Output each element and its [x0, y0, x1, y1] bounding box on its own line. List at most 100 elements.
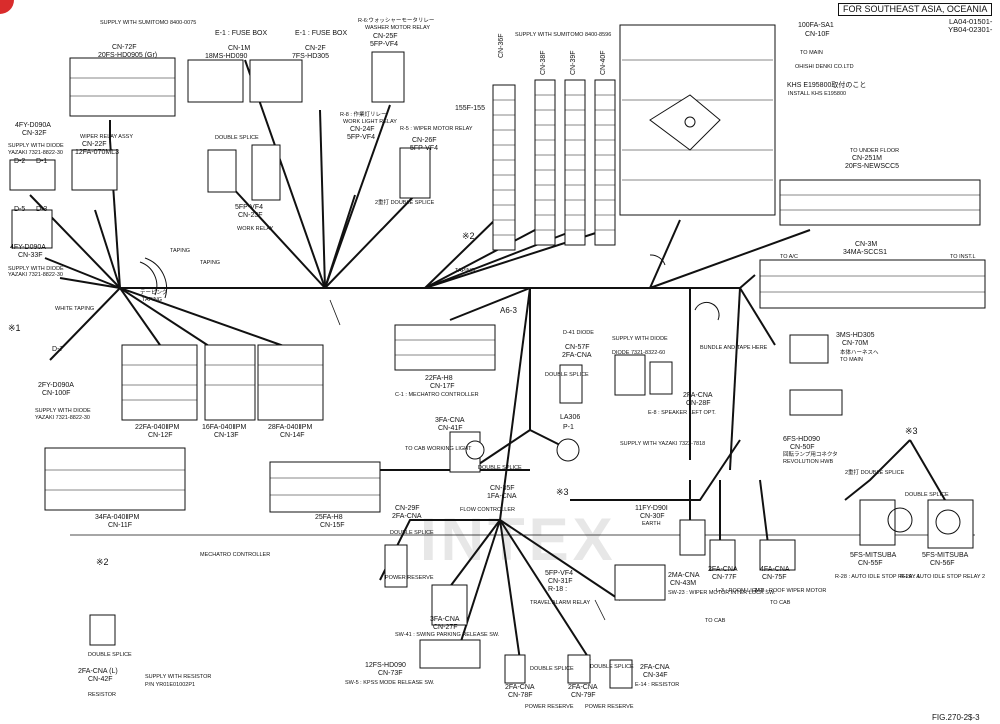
label-yazaki-c: YAZAKI 7321-8822-30	[35, 415, 90, 421]
label-cn1m: CN-1M	[228, 45, 251, 52]
label-cn30f: CN-30F	[640, 513, 665, 520]
label-cn33f: CN-33F	[18, 252, 43, 259]
label-cn77f: CN-77F	[712, 574, 737, 581]
label-cn3m: CN-3M	[855, 241, 878, 248]
model-code-2: YB04-02301-	[948, 25, 993, 34]
label-diode-d: DIODE 7321-8322-60	[612, 350, 666, 356]
label-to-cab-a: TO CAB	[705, 618, 726, 624]
label-mechatro-controller: MECHATRO CONTROLLER	[200, 552, 271, 558]
label-cn27f-type: 3FA-CNA	[430, 616, 460, 623]
label-cn79f-type: 2FA-CNA	[568, 684, 598, 691]
mark-x3a: ※3	[905, 426, 918, 436]
label-double-splice-78: DOUBLE SPLICE	[530, 666, 574, 672]
label-r29: R-29 : AUTO IDLE STOP RELAY 2	[900, 574, 986, 580]
label-cn72f-type: 20FS-HD0905 (Gr)	[98, 52, 158, 59]
label-p1: P-1	[563, 424, 574, 431]
label-ohishi: OHISHI DENKI CO.LTD	[795, 64, 854, 70]
label-cn15f: CN-15F	[320, 522, 345, 529]
label-earth: EARTH	[642, 521, 661, 527]
mark-x3b: ※3	[556, 487, 569, 497]
label-cn42f: CN-42F	[88, 676, 113, 683]
label-cn38f: CN-38F	[540, 50, 547, 75]
label-work-relay: WORK RELAY	[237, 226, 274, 232]
label-cn73f-type: 12FS-HD090	[365, 662, 406, 669]
label-cn2f-type: 7FS-HD305	[292, 53, 329, 60]
label-cn14f-type: 28FA-040ⅡPM	[268, 424, 313, 431]
label-cn2f: CN-2F	[305, 45, 326, 52]
label-double-splice-79: DOUBLE SPLICE	[590, 664, 634, 670]
label-fy2: 2FY-D090A	[38, 382, 74, 389]
label-double-splice-23: DOUBLE SPLICE	[215, 135, 259, 141]
label-cn28f: CN-28F	[686, 400, 711, 407]
label-cn75f: CN-75F	[762, 574, 787, 581]
label-double-splice-42: DOUBLE SPLICE	[88, 652, 132, 658]
label-fy4-a: 4FY-D090A	[15, 122, 51, 129]
label-r18: R-18 :	[548, 586, 568, 593]
label-d5: D-5	[14, 206, 26, 213]
label-yazaki-b: YAZAKI 7321-8822-30	[8, 272, 63, 278]
label-cn32f: CN-32F	[22, 130, 47, 137]
label-supply-yazaki: SUPPLY WITH YAZAKI 7322-7818	[620, 441, 706, 447]
label-cn35f-type: 1FA-CNA	[487, 493, 517, 500]
label-cn43m-type: 2MA-CNA	[668, 572, 700, 579]
label-rev-jp: 回転ランプ用コネクタ	[783, 452, 838, 458]
model-codes: LA04-01501- YB04-02301-	[838, 18, 992, 34]
label-teeping: テーピング	[140, 290, 168, 296]
label-to-main-top: TO MAIN	[800, 50, 823, 56]
label-cn57f: CN-57F	[565, 344, 590, 351]
label-fa100: 100FA-SA1	[798, 22, 834, 29]
label-cn34f-type: 2FA-CNA	[640, 664, 670, 671]
label-taping-c: TAPING	[455, 268, 476, 274]
label-fs6: 6FS-HD090	[783, 436, 820, 443]
label-cn31f-type: 5FP-VF4	[545, 570, 574, 577]
label-r6-washer: WASHER MOTOR RELAY	[365, 25, 430, 31]
label-cn41f-type: 3FA-CNA	[435, 417, 465, 424]
label-r8-relay: R-8 : 作業灯リレー	[340, 112, 387, 118]
label-splice2-55: 2重打 DOUBLE SPLICE	[845, 470, 905, 476]
label-wiper-relay-assy: WIPER RELAY ASSY	[80, 134, 133, 140]
label-to-ac: TO A/C	[780, 254, 798, 260]
label-cn73f: CN-73F	[378, 670, 403, 677]
label-splice2-24: 2重打 DOUBLE SPLICE	[375, 200, 435, 206]
label-resistor: RESISTOR	[88, 692, 117, 698]
label-cn78f-type: 2FA-CNA	[505, 684, 535, 691]
label-cn28f-type: 2FA-CNA	[683, 392, 713, 399]
region-box: FOR SOUTHEAST ASIA, OCEANIA	[838, 3, 993, 16]
label-cn55f-type: 5FS-MITSUBA	[850, 552, 897, 559]
label-cn13f-type: 16FA-040ⅡPM	[202, 424, 247, 431]
label-cn14f: CN-14F	[280, 432, 305, 439]
label-cn77f-type: 2FA-CNA	[708, 566, 738, 573]
label-cn12f-type: 22FA-040ⅡPM	[135, 424, 180, 431]
label-cn11f-type: 34FA-040ⅡPM	[95, 514, 140, 521]
label-sw23: SW-23 : WIPER MOTOR INTER LOCK SW.	[668, 590, 776, 596]
label-cn12f: CN-12F	[148, 432, 173, 439]
label-white-taping: WHITE TAPING	[55, 306, 95, 312]
label-r6-relay: R-6:ウォッシャーモータリレー	[358, 18, 435, 24]
watermark: INTEX	[420, 506, 617, 573]
label-cn15f-type: 25FA-H8	[315, 514, 343, 521]
label-cn25f-type: 5FP-VF4	[370, 41, 399, 48]
label-cn70m: CN-70M	[842, 340, 869, 347]
label-d1: D-1	[36, 158, 48, 165]
label-flow-controller: FLOW CONTROLLER	[460, 507, 516, 513]
label-cn251m-type: 20FS-NEWSCC5	[845, 163, 900, 170]
harness-main-label: A6-3	[500, 306, 517, 315]
label-cn79f: CN-79F	[571, 692, 596, 699]
label-pn: P/N YR01E01002P1	[145, 682, 196, 688]
label-supply-diode-b: SUPPLY WITH DIODE	[8, 266, 64, 272]
label-cn17f-type: 22FA-H8	[425, 375, 453, 382]
label-d41: D-41 DIODE	[563, 330, 594, 336]
figure-number: FIG.270-2$-3	[932, 713, 980, 722]
label-to-main-mid: TO MAIN	[840, 357, 863, 363]
model-code-1: LA04-01501-	[949, 17, 993, 26]
label-cn72f: CN-72F	[112, 44, 137, 51]
label-cn50f: CN-50F	[790, 444, 815, 451]
label-supply-sumitomo-top: SUPPLY WITH SUMITOMO 8400-0075	[100, 20, 197, 26]
label-taping-a: TAPING	[170, 248, 191, 254]
label-cn26f-type: 5FP-VF4	[410, 145, 439, 152]
label-cn23f: CN-23F	[238, 212, 263, 219]
label-fy4-b: 4FY-D090A	[10, 244, 46, 251]
label-to-cab-b: TO CAB	[770, 600, 791, 606]
label-cn24f-type: 5FP-VF4	[347, 134, 376, 141]
